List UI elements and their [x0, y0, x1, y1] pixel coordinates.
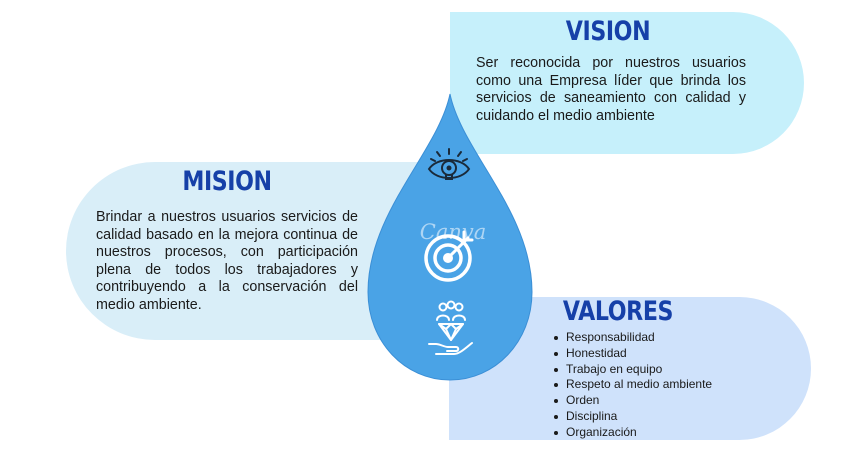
vision-text: Ser reconocida por nuestros usuarios com… [476, 55, 746, 124]
mision-title: MISION [182, 166, 272, 197]
list-item: Disciplina [553, 409, 712, 425]
mision-panel [66, 162, 426, 340]
vision-panel [450, 12, 804, 154]
list-item: Trabajo en equipo [553, 362, 712, 378]
list-item: Organización [553, 425, 712, 441]
mision-text: Brindar a nuestros usuarios servicios de… [96, 209, 358, 313]
watermark-text: Canva [419, 220, 487, 244]
lightbulb-eye-icon [427, 148, 471, 180]
valores-list: Responsabilidad Honestidad Trabajo en eq… [553, 330, 712, 441]
list-item: Respeto al medio ambiente [553, 377, 713, 392]
team-diamond-hand-icon [428, 300, 473, 355]
vision-title: VISION [565, 16, 651, 47]
valores-title: VALORES [562, 296, 674, 327]
list-item: Honestidad [553, 346, 712, 362]
list-item: Orden [553, 393, 712, 409]
list-item: Responsabilidad [553, 330, 712, 346]
target-arrow-icon [424, 230, 474, 282]
